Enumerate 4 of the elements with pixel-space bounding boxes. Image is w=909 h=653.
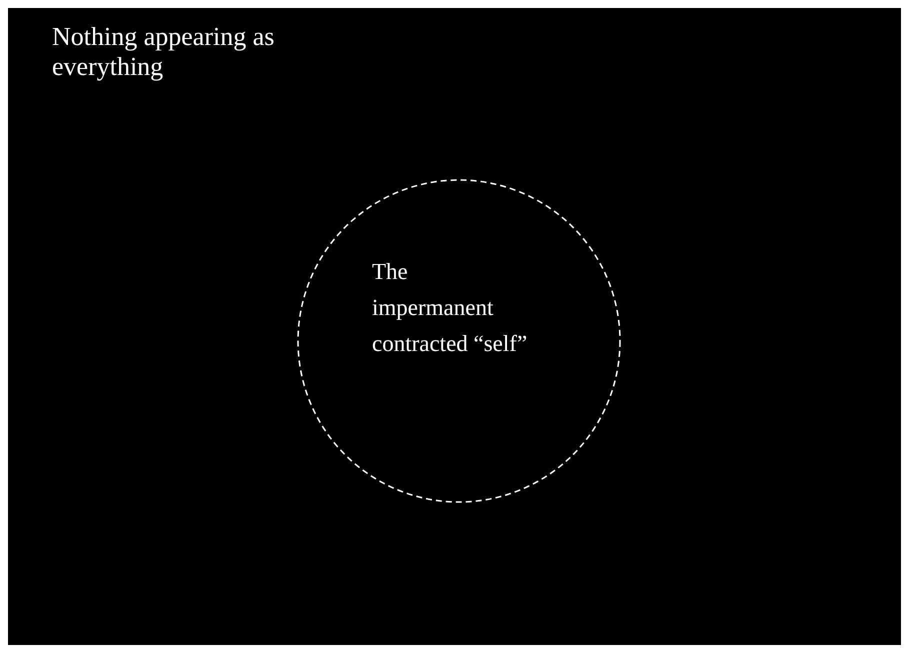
circle-label: The impermanent contracted “self” — [372, 258, 528, 358]
dashed-circle — [296, 178, 622, 504]
panel-title: Nothing appearing as everything — [52, 22, 276, 82]
panel-background — [8, 8, 901, 645]
